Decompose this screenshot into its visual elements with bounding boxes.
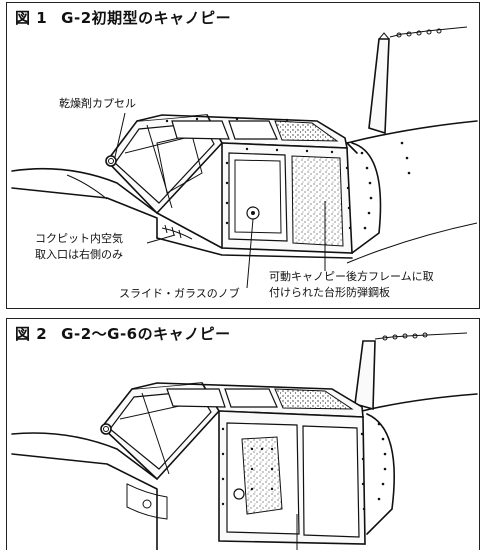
figure-1-number: 図 1: [15, 9, 48, 27]
label-armor-2: 付けられた台形防弾鋼板: [269, 286, 390, 299]
cockpit-sill: [156, 237, 353, 259]
figure-2-number: 図 2: [15, 325, 48, 343]
armor-plate: [291, 155, 344, 247]
armor-plate-2: [241, 436, 283, 515]
air-intake: [161, 227, 193, 240]
label-intake-2: 取入口は右側のみ: [35, 248, 123, 261]
label-armor-1: 可動キャノピー後方フレームに取: [269, 270, 434, 283]
figure-1-panel: 図 1 G-2初期型のキャノピー: [6, 2, 480, 309]
canopy-illustration-1: [11, 26, 478, 289]
figure-2-panel: 図 2 G-2〜G-6のキャノピー: [6, 318, 480, 550]
label-intake-1: コクピット内空気: [35, 232, 123, 245]
sliding-glass-pane: [228, 152, 288, 242]
canopy-illustration-2: [11, 332, 478, 550]
figure-1-title: 図 1 G-2初期型のキャノピー: [15, 7, 231, 28]
leader-knob: [246, 218, 254, 289]
side-panel-2: [126, 483, 168, 520]
nose-upper-line: [11, 167, 158, 214]
antenna-mast: [368, 38, 390, 135]
antenna-mast-2: [354, 340, 376, 411]
leader-intake: [146, 234, 176, 244]
antenna-wire: [389, 26, 468, 38]
rear-deck-line: [346, 120, 478, 144]
rear-fuselage-outline: [351, 142, 382, 254]
figure-2-caption: G-2〜G-6のキャノピー: [61, 325, 231, 343]
label-slide-knob: スライド・ガラスのノブ: [119, 287, 240, 300]
figure-1-caption: G-2初期型のキャノピー: [61, 9, 232, 27]
leader-desiccant: [114, 112, 126, 158]
figure-2-title: 図 2 G-2〜G-6のキャノピー: [15, 323, 231, 344]
label-desiccant: 乾燥剤カプセル: [59, 97, 136, 110]
